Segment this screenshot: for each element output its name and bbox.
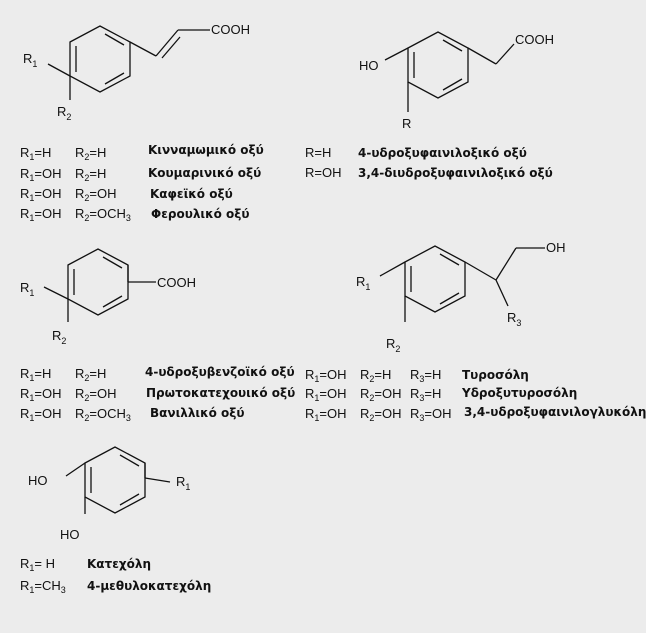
benzoic-row3-r2: R2=OCH3: [75, 406, 131, 423]
cinnamic-row1-r2: R2=H: [75, 145, 107, 162]
tyrosol-structure: OH R1 R2 R3: [356, 240, 566, 354]
cinnamic-r2-label: R2: [57, 104, 71, 122]
cinnamic-row4-r2: R2=OCH3: [75, 206, 131, 223]
tyrosol-row3-name: 3,4-υδροξυφαινιλογλυκόλη: [464, 405, 646, 419]
benzoic-row2-r1: R1=OH: [20, 386, 62, 403]
benzoic-row1-name: 4-υδροξυβενζοϊκό οξύ: [145, 365, 295, 379]
cinnamic-row1-r1: R1=H: [20, 145, 52, 162]
tyrosol-row3-r3: R3=OH: [410, 406, 452, 423]
tyrosol-r1-label: R1: [356, 274, 370, 292]
cinnamic-row4-r1: R1=OH: [20, 206, 62, 223]
tyrosol-row2-name: Υδροξυτυροσόλη: [462, 386, 578, 400]
catechol-r1-label: R1: [176, 474, 190, 492]
cinnamic-r1-label: R1: [23, 51, 37, 69]
catechol-structure: HO HO R1: [28, 446, 190, 542]
catechol-row2-name: 4-μεθυλοκατεχόλη: [87, 579, 212, 593]
cinnamic-cooh-label: COOH: [211, 22, 250, 37]
cinnamic-row3-name: Καφεϊκό οξύ: [150, 187, 233, 201]
phenylacetic-row2-name: 3,4-διυδροξυφαινιλοξικό οξύ: [358, 166, 553, 180]
benzoic-row3-name: Βανιλλικό οξύ: [150, 406, 245, 420]
tyrosol-row3-r1: R1=OH: [305, 406, 347, 423]
tyrosol-row2-r3: R3=H: [410, 386, 442, 403]
phenylacetic-acid-structure: COOH HO R: [359, 31, 554, 131]
tyrosol-row1-name: Τυροσόλη: [462, 368, 529, 382]
tyrosol-r2-label: R2: [386, 336, 400, 354]
tyrosol-row2-r1: R1=OH: [305, 386, 347, 403]
tyrosol-row3-r2: R2=OH: [360, 406, 402, 423]
benzoic-row2-r2: R2=OH: [75, 386, 117, 403]
cinnamic-acid-structure: COOH R1 R2: [23, 22, 250, 122]
phenylacetic-ho-label: HO: [359, 58, 379, 73]
benzoic-r1-label: R1: [20, 280, 34, 298]
cinnamic-row2-r1: R1=OH: [20, 166, 62, 183]
tyrosol-row1-r2: R2=H: [360, 367, 392, 384]
cinnamic-row1-name: Κινναμωμικό οξύ: [148, 143, 264, 157]
catechol-row1-name: Κατεχόλη: [87, 557, 152, 571]
benzoic-acid-structure: COOH R1 R2: [20, 248, 196, 346]
benzoic-row1-r2: R2=H: [75, 366, 107, 383]
catechol-ho-upper-label: HO: [28, 473, 48, 488]
tyrosol-row2-r2: R2=OH: [360, 386, 402, 403]
cinnamic-row3-r1: R1=OH: [20, 186, 62, 203]
phenylacetic-cooh-label: COOH: [515, 32, 554, 47]
tyrosol-row1-r1: R1=OH: [305, 367, 347, 384]
tyrosol-row1-r3: R3=H: [410, 367, 442, 384]
cinnamic-row3-r2: R2=OH: [75, 186, 117, 203]
cinnamic-row2-r2: R2=H: [75, 166, 107, 183]
phenylacetic-r-label: R: [402, 116, 411, 131]
benzoic-r2-label: R2: [52, 328, 66, 346]
tyrosol-r3-label: R3: [507, 310, 521, 328]
phenylacetic-row2-r: R=OH: [305, 165, 342, 180]
benzoic-row3-r1: R1=OH: [20, 406, 62, 423]
tyrosol-oh-label: OH: [546, 240, 566, 255]
catechol-ho-lower-label: HO: [60, 527, 80, 542]
cinnamic-row2-name: Κουμαρινικό οξύ: [148, 166, 262, 180]
benzoic-row1-r1: R1=H: [20, 366, 52, 383]
benzoic-cooh-label: COOH: [157, 275, 196, 290]
phenylacetic-row1-name: 4-υδροξυφαινιλοξικό οξύ: [358, 146, 527, 160]
phenylacetic-row1-r: R=H: [305, 145, 332, 160]
benzoic-row2-name: Πρωτοκατεχουικό οξύ: [146, 386, 296, 400]
catechol-row2-r1: R1=CH3: [20, 578, 66, 595]
cinnamic-row4-name: Φερουλικό οξύ: [151, 207, 250, 221]
catechol-row1-r1: R1= H: [20, 556, 56, 573]
